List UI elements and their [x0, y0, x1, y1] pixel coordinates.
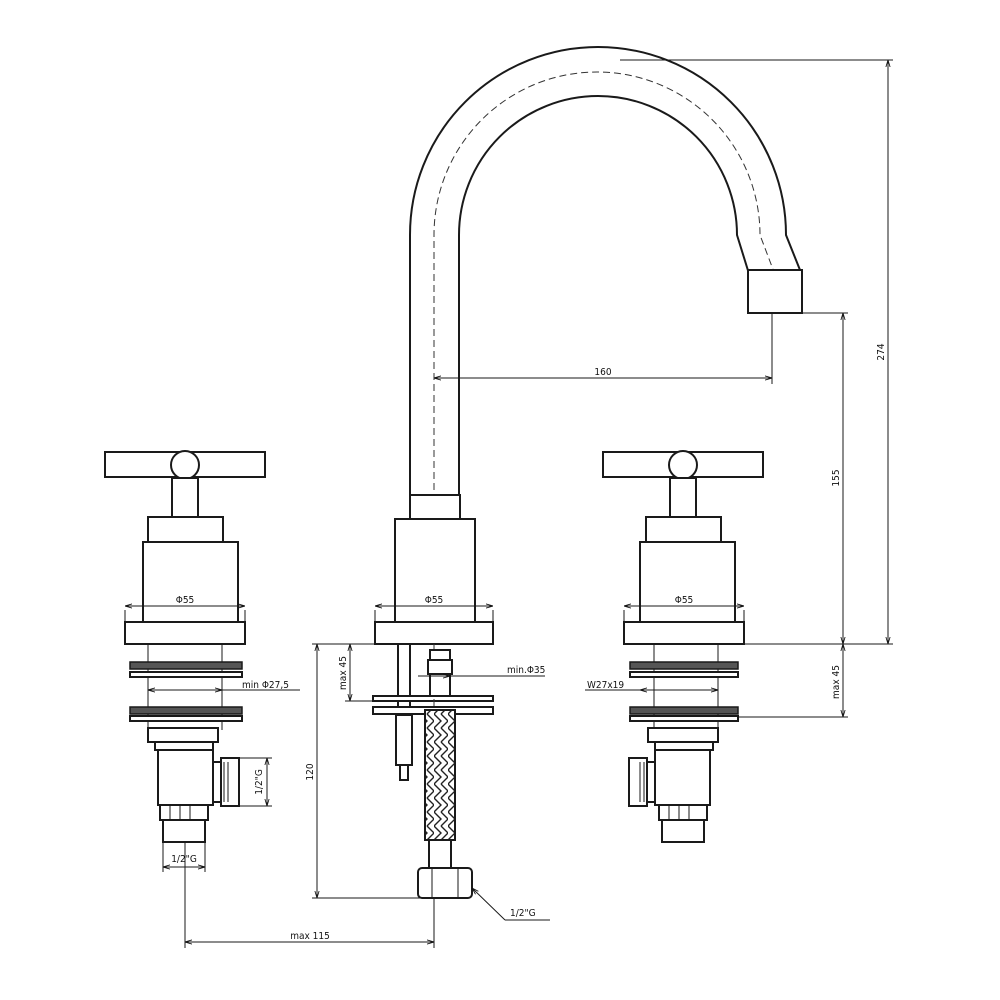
dim-center-max-deck: max 45: [338, 656, 349, 690]
dim-right-thread: W27x19: [587, 680, 624, 691]
dim-center-diameter: Φ55: [425, 595, 444, 606]
left-valve: [104, 450, 266, 843]
dim-left-diameter: Φ55: [176, 595, 195, 606]
right-valve: [602, 450, 764, 843]
dim-max-offset: max 115: [290, 931, 330, 942]
spout-aerator: [747, 269, 803, 314]
dim-spout-reach: 160: [594, 367, 611, 378]
flexible-hose: [417, 649, 473, 899]
dim-left-outlet-bottom: 1/2"G: [171, 854, 197, 865]
dimension-lines: [124, 59, 893, 948]
dim-right-diameter: Φ55: [675, 595, 694, 606]
dim-total-height: 274: [876, 343, 887, 360]
dim-right-max-deck: max 45: [831, 665, 842, 699]
dim-center-min-hole: min.Φ35: [507, 665, 545, 676]
dim-hose-connector: 1/2"G: [510, 908, 536, 919]
dimension-labels: 160 274 155 max 45 max 45 120 max 115 Φ5…: [171, 343, 887, 942]
spout: [409, 46, 803, 495]
dim-left-min-hole: min Φ27,5: [242, 680, 289, 691]
dim-left-outlet-side: 1/2"G: [254, 769, 265, 795]
dim-hose-length: 120: [305, 763, 316, 780]
dim-spout-height: 155: [831, 469, 842, 486]
